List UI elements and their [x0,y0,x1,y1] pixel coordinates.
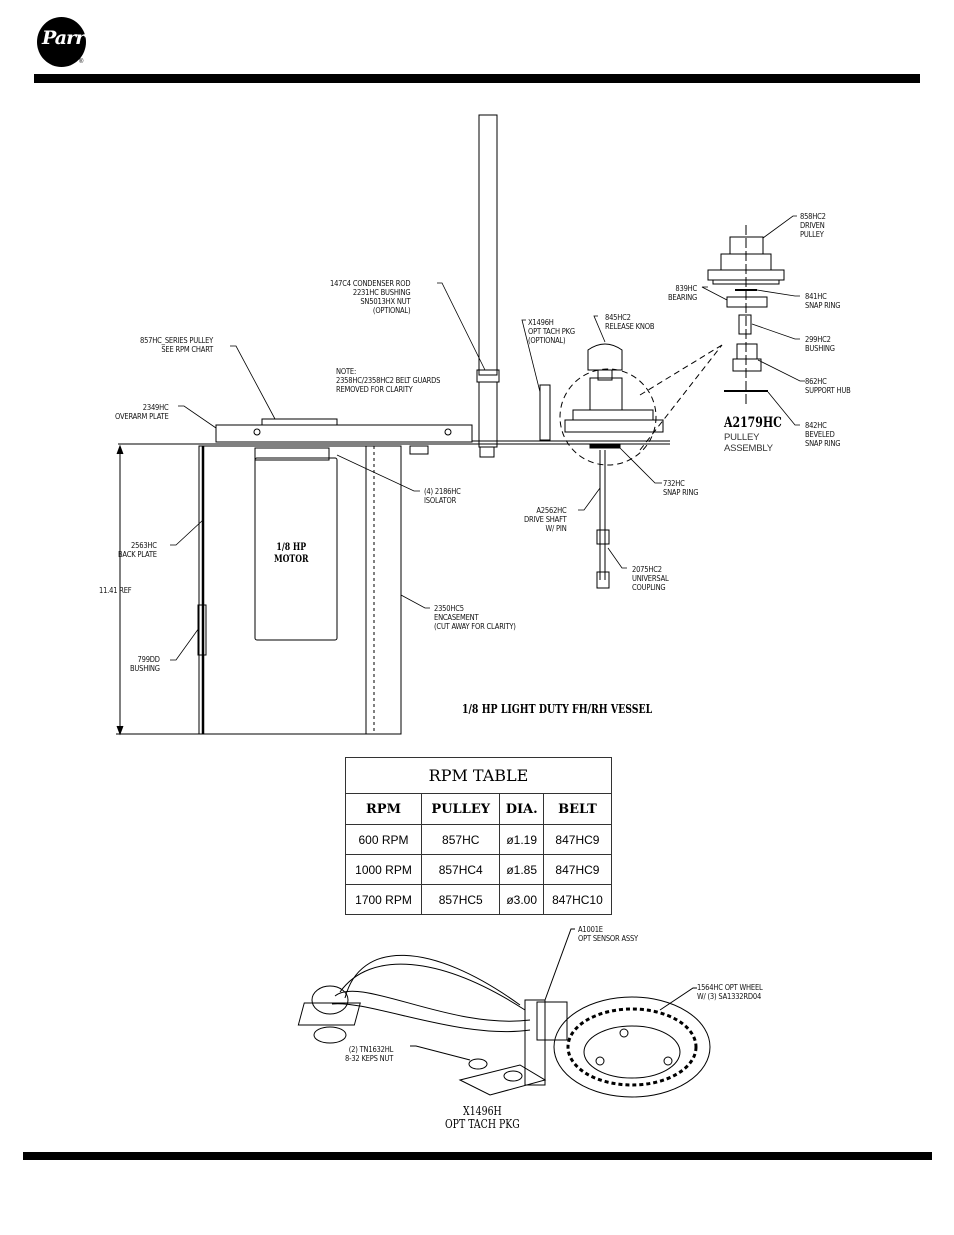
col-header-pulley: PULLEY [420,793,501,825]
label-opt-wheel: 1564HC OPT WHEEL W/ (3) SA1332RD04 [697,983,763,1001]
label-snap-ring-732: 732HC SNAP RING [663,479,699,497]
logo-text: Parr [42,27,85,49]
cell-pulley: 857HC4 [420,854,501,885]
cell-dia: ø1.85 [499,854,544,885]
label-bushing-299: 299HC2 BUSHING [805,335,835,353]
table-row: 1700 RPM 857HC5 ø3.00 847HC10 [345,884,613,915]
label-keps-nut: (2) TN1632HL 8-32 KEPS NUT [345,1045,394,1063]
label-universal-coupling: 2075HC2 UNIVERSAL COUPLING [632,565,669,592]
pulley-assembly-code: A2179HC [724,415,782,431]
table-row: 1000 RPM 857HC4 ø1.85 847HC9 [345,854,613,885]
label-isolator: (4) 2186HC ISOLATOR [424,487,461,505]
vessel-title: 1/8 HP LIGHT DUTY FH/RH VESSEL [462,702,653,716]
cell-rpm: 600 RPM [345,824,422,855]
label-opt-tach-pkg: X1496H OPT TACH PKG (OPTIONAL) [528,318,575,345]
col-header-rpm: RPM [345,793,422,825]
rpm-table-caption: RPM TABLE [345,757,612,794]
cell-belt: 847HC10 [542,884,613,915]
label-encasement: 2350HC5 ENCASEMENT (CUT AWAY FOR CLARITY… [434,604,516,631]
overarm-plate [118,418,670,445]
label-drive-shaft: A2562HC DRIVE SHAFT W/ PIN [524,506,567,533]
label-bushing-799: 799DD BUSHING [130,655,160,673]
cell-belt: 847HC9 [542,854,613,885]
cell-rpm: 1700 RPM [345,884,422,915]
col-header-dia: DIA. [499,793,544,825]
cell-dia: ø3.00 [499,884,544,915]
parr-logo: Parr [37,17,86,67]
cell-pulley: 857HC5 [420,884,501,915]
label-beveled-snap-ring: 842HC BEVELED SNAP RING [805,421,841,448]
label-sensor-assy: A1001E OPT SENSOR ASSY [578,925,638,943]
drive-pulley [539,343,723,589]
motor-encasement [197,445,429,735]
cell-pulley: 857HC [420,824,501,855]
rpm-table: RPM TABLE RPM PULLEY DIA. BELT 600 RPM 8… [345,757,613,915]
label-motor: 1/8 HP MOTOR [274,542,309,565]
pulley-assembly-exploded [707,225,785,405]
cell-dia: ø1.19 [499,824,544,855]
label-condenser-rod: 147C4 CONDENSER ROD 2231HC BUSHING SN501… [330,279,411,315]
leader-lines [170,215,805,661]
height-dimension [116,444,199,736]
label-bearing: 839HC BEARING [668,284,698,302]
label-driven-pulley: 858HC2 DRIVEN PULLEY [800,212,826,239]
tach-title: X1496H OPT TACH PKG [445,1104,520,1131]
cell-belt: 847HC9 [542,824,613,855]
col-header-belt: BELT [542,793,613,825]
label-series-pulley: 857HC_SERIES PULLEY SEE RPM CHART [140,336,214,354]
registered-mark: ® [79,59,84,65]
label-snap-ring-841: 841HC SNAP RING [805,292,841,310]
label-note: NOTE: 2358HC/2358HC2 BELT GUARDS REMOVED… [336,367,441,394]
cell-rpm: 1000 RPM [345,854,422,885]
pulley-assembly-text: PULLEY ASSEMBLY [724,432,773,454]
label-overarm-plate: 2349HC OVERARM PLATE [115,403,169,421]
label-release-knob: 845HC2 RELEASE KNOB [605,313,655,331]
condenser-rod [476,114,500,458]
table-row: 600 RPM 857HC ø1.19 847HC9 [345,824,613,855]
footer-rule [23,1152,932,1160]
label-back-plate: 2563HC BACK PLATE [118,541,157,559]
opt-tach-package [297,928,711,1098]
label-height-ref: 11.41 REF [99,586,132,595]
header-rule [34,74,920,83]
label-support-hub: 862HC SUPPORT HUB [805,377,851,395]
